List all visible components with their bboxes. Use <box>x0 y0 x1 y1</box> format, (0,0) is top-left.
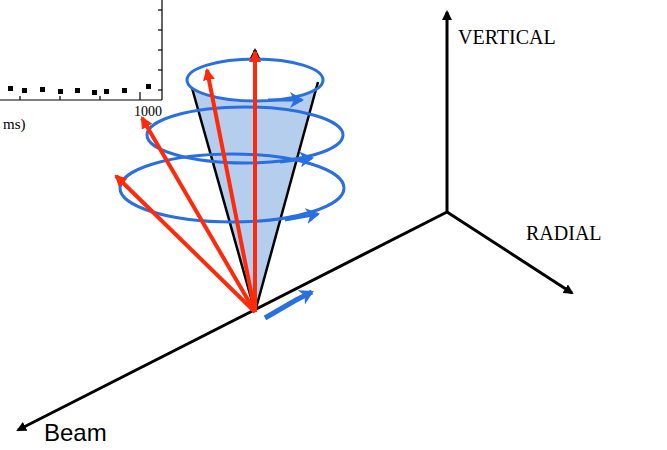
axis-label: Beam <box>44 420 107 446</box>
axes <box>18 12 572 430</box>
data-points <box>8 84 151 95</box>
precession-orbits <box>120 59 344 318</box>
vertical-arrow <box>254 50 257 312</box>
spin-vectors <box>116 52 255 312</box>
axis-unit: ms) <box>3 116 26 133</box>
axis-label: VERTICAL <box>458 26 556 48</box>
axis-label: RADIAL <box>526 222 602 244</box>
tick-label: 1000 <box>134 104 162 119</box>
inset-plot <box>0 0 162 100</box>
